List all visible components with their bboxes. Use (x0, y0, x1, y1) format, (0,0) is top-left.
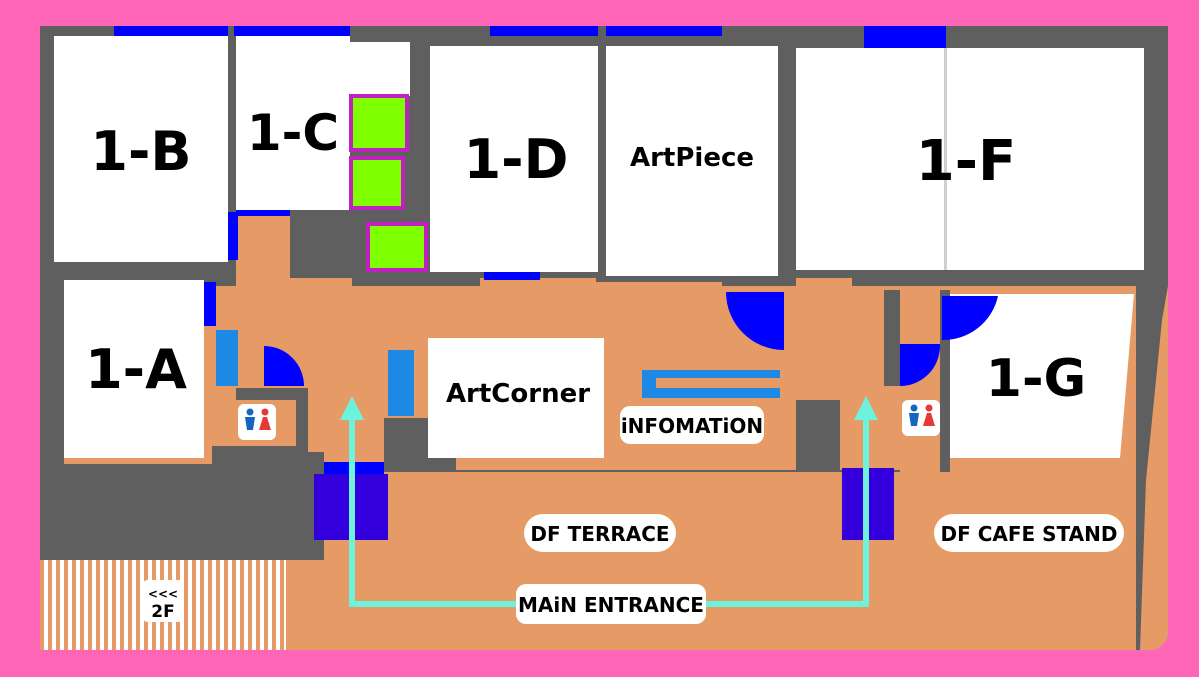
label-information: iNFOMATiON (621, 414, 763, 438)
room-1d[interactable] (430, 46, 598, 272)
stairs-sign[interactable]: <<< 2F (142, 580, 184, 622)
room-1b[interactable] (54, 36, 228, 262)
room-1f[interactable] (796, 48, 1144, 270)
info-counter (656, 378, 780, 388)
toilet-left[interactable] (238, 404, 276, 440)
label-1a: 1-A (85, 338, 187, 401)
label-1g: 1-G (986, 349, 1086, 409)
room-1c[interactable] (236, 36, 350, 210)
label-1c: 1-C (247, 104, 339, 162)
arrow-heads (340, 396, 878, 420)
pill-terrace[interactable]: DF TERRACE (524, 514, 676, 552)
pill-information[interactable]: iNFOMATiON (620, 406, 764, 444)
room-artpiece[interactable] (606, 46, 778, 276)
toilet-male-icon (909, 404, 919, 426)
toilet-female-icon (923, 404, 935, 426)
windows (114, 26, 946, 326)
label-1f: 1-F (916, 129, 1016, 194)
stairs-floor: 2F (151, 602, 174, 622)
label-main-entrance: MAiN ENTRANCE (518, 593, 704, 617)
room-1f-divider (944, 48, 947, 270)
room-artcorner[interactable] (428, 338, 604, 458)
toilet-right[interactable] (902, 400, 940, 436)
pill-main-entrance[interactable]: MAiN ENTRANCE (516, 584, 706, 624)
label-cafe-stand: DF CAFE STAND (941, 522, 1118, 546)
pill-cafe-stand[interactable]: DF CAFE STAND (934, 514, 1124, 552)
doors (264, 292, 998, 386)
room-1a[interactable] (64, 280, 204, 458)
entrance-arrows (349, 412, 869, 607)
label-artpiece: ArtPiece (630, 143, 754, 173)
label-1b: 1-B (90, 120, 191, 183)
rooms (54, 36, 1144, 458)
label-1d: 1-D (464, 128, 569, 191)
room-1g[interactable] (950, 294, 1134, 458)
green-boxes (349, 94, 428, 272)
stairs-arrows: <<< (148, 587, 178, 601)
label-terrace: DF TERRACE (530, 522, 669, 546)
toilet-male-icon (245, 408, 255, 430)
label-artcorner: ArtCorner (446, 379, 590, 409)
toilet-female-icon (259, 408, 271, 430)
